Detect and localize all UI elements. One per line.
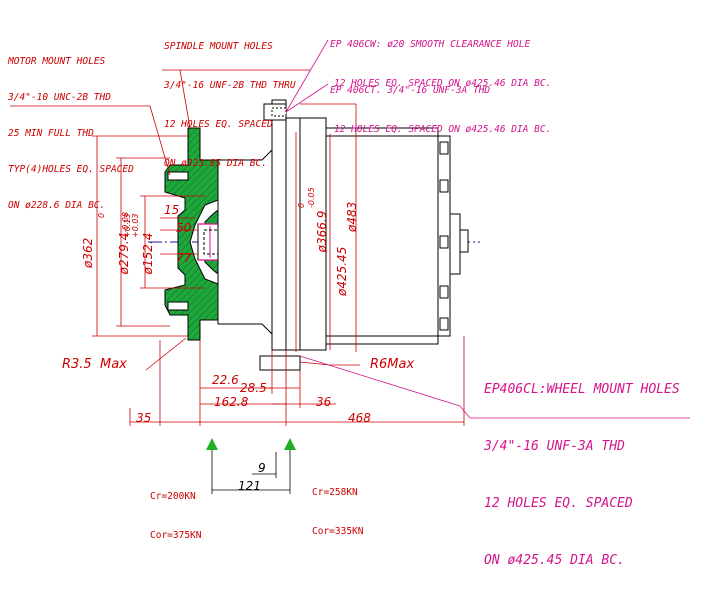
end-cap-bolts — [439, 141, 449, 331]
right-bearing-load: Cr=258KN Cor=335KN — [312, 460, 363, 551]
dim-bearing-span: 121 — [238, 479, 261, 493]
dim-d152-tol-lo: +0.03 — [131, 213, 140, 238]
motor-mount-line-4: TYP(4)HOLES EQ. SPACED — [8, 164, 134, 175]
dim-d366: ø366.9 — [304, 210, 329, 260]
ep406ct-note: EP 406CT. 3/4"-16 UNF-3A THD 12 HOLES EQ… — [330, 58, 551, 149]
motor-mount-note: MOTOR MOUNT HOLES 3/4"-10 UNC-2B THD 25 … — [8, 32, 134, 224]
drawing-canvas — [10, 39, 690, 494]
dim-d279-tol-up: 0 — [97, 212, 106, 218]
spindle-mount-line-4: ON ø323.85 DIA BC. — [164, 158, 267, 169]
dim-d366-value: ø366.9 — [315, 210, 329, 253]
dimension-lines — [92, 103, 465, 426]
right-bearing-cr: Cr=258KN — [312, 487, 358, 498]
dim-15: 15 — [164, 203, 180, 217]
wheel-mount-studs — [259, 103, 301, 371]
dim-d366-tol-lo: -0.05 — [307, 187, 316, 208]
dim-77: 77 — [176, 251, 192, 265]
left-bearing-arrow — [206, 438, 218, 450]
right-bearing-arrow — [284, 438, 296, 450]
ep406cl-line-2: 3/4"-16 UNF-3A THD — [484, 439, 625, 454]
ep406ct-line-1: EP 406CT. 3/4"-16 UNF-3A THD — [330, 85, 491, 96]
ep406ct-line-2: 12 HOLES EQ. SPACED ON ø425.46 DIA BC. — [334, 124, 552, 135]
left-bearing-cr: Cr=200KN — [150, 491, 196, 502]
motor-mount-line-2: 3/4"-10 UNC-2B THD — [8, 92, 111, 103]
dim-50: 50 — [176, 221, 192, 235]
bearing-load-arrows — [206, 438, 296, 494]
ep406cl-note: EP406CL:WHEEL MOUNT HOLES 3/4"-16 UNF-3A… — [484, 342, 680, 589]
dim-162-8: 162.8 — [214, 395, 249, 409]
spindle-mount-line-2: 3/4"-16 UNF-2B THD THRU — [164, 80, 296, 91]
left-bearing-cor: Cor=375KN — [150, 530, 202, 541]
dim-d279-value: ø279.4 — [117, 232, 131, 275]
dim-r35: R3.5 Max — [62, 357, 127, 372]
dim-468: 468 — [348, 411, 371, 425]
right-bearing-cor: Cor=335KN — [312, 526, 364, 537]
left-bearing-load: Cr=200KN Cor=375KN — [150, 464, 201, 555]
dim-28-5: 28.5 — [240, 381, 267, 395]
ep406cw-line-1: EP 406CW: ø20 SMOOTH CLEARANCE HOLE — [330, 39, 531, 50]
dim-d152: ø152.4 — [130, 232, 155, 282]
motor-flange-section — [164, 127, 219, 341]
dim-bearing-gap: 9 — [258, 461, 266, 475]
ep406cl-line-3: 12 HOLES EQ. SPACED — [484, 496, 633, 511]
dim-d366-tol-up: 0 — [297, 202, 306, 208]
motor-mount-line-3: 25 MIN FULL THD — [8, 128, 94, 139]
ep406cw-line-2: 12 HOLES EQ. SPACED ON ø425.46 DIA BC. — [334, 78, 552, 89]
dim-d483: ø483 — [345, 201, 359, 232]
ep406cl-line-4: ON ø425.45 DIA BC. — [484, 553, 625, 568]
spindle-mount-line-3: 12 HOLES EQ. SPACED — [164, 119, 273, 130]
motor-mount-line-1: MOTOR MOUNT HOLES — [8, 56, 106, 67]
dim-22-6: 22.6 — [212, 373, 239, 387]
spindle-mount-note: SPINDLE MOUNT HOLES 3/4"-16 UNF-2B THD T… — [164, 14, 296, 183]
dim-d362: ø362 — [81, 237, 95, 268]
spindle-mount-line-1: SPINDLE MOUNT HOLES — [164, 41, 273, 52]
ep406cw-note: EP 406CW: ø20 SMOOTH CLEARANCE HOLE 12 H… — [330, 12, 551, 103]
dim-d152-value: ø152.4 — [141, 232, 155, 275]
dim-r6: R6Max — [370, 357, 415, 372]
leader-lines — [10, 39, 690, 419]
motor-mount-line-5: ON ø228.6 DIA BC. — [8, 200, 106, 211]
ep406cl-line-1: EP406CL:WHEEL MOUNT HOLES — [484, 382, 680, 397]
dim-35: 35 — [136, 411, 152, 425]
dim-d425: ø425.45 — [335, 246, 349, 296]
dim-36: 36 — [316, 395, 332, 409]
